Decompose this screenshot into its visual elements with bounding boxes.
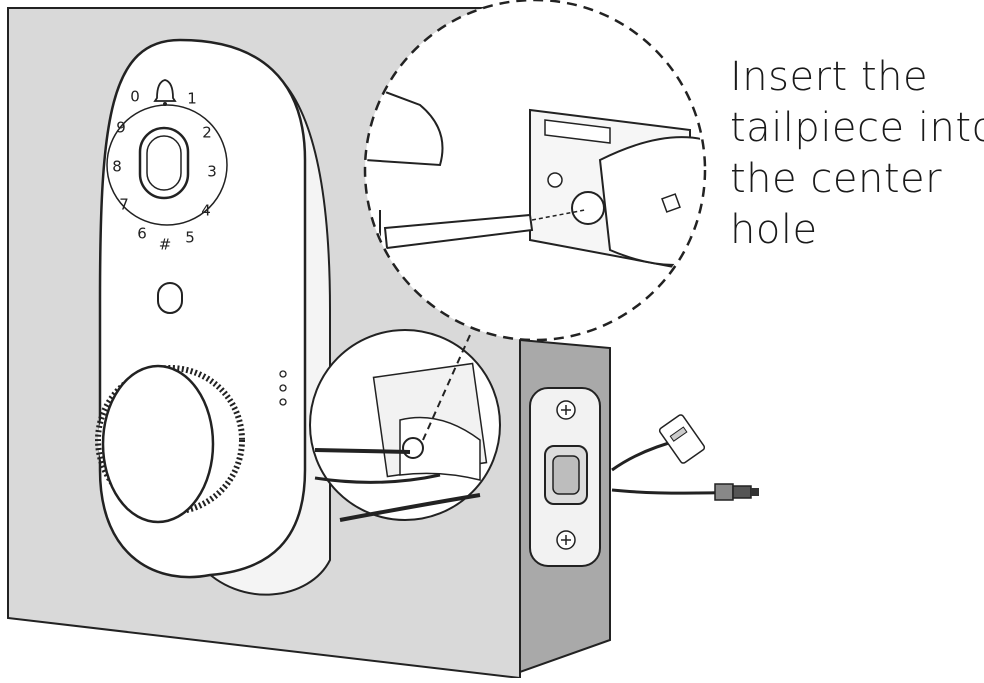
key-2[interactable]: 2 <box>202 124 212 142</box>
latch-strike-plate <box>529 387 601 567</box>
key-6[interactable]: 6 <box>137 225 147 243</box>
reset-button[interactable] <box>157 282 183 314</box>
instruction-text: Insert the tailpiece into the center hol… <box>730 52 984 256</box>
tailpiece <box>314 448 411 454</box>
instruction-line: Insert the <box>730 54 929 100</box>
key-8[interactable]: 8 <box>112 158 122 176</box>
smart-lock-front: 0 1 2 3 4 5 # 6 7 8 9 <box>95 38 307 579</box>
connector-plug-icon <box>658 414 706 464</box>
connector-plug-icon <box>714 483 759 501</box>
key-0[interactable]: 0 <box>130 88 140 106</box>
indicator-dot <box>279 384 287 392</box>
key-4[interactable]: 4 <box>201 202 211 220</box>
indicator-dot <box>279 370 287 378</box>
key-hash[interactable]: # <box>159 236 172 254</box>
key-9[interactable]: 9 <box>116 119 126 137</box>
magnified-detail <box>363 0 707 342</box>
instruction-line: tailpiece into <box>730 105 984 151</box>
thumb-knob[interactable] <box>101 364 215 524</box>
screw-icon <box>556 400 576 420</box>
instruction-line: hole <box>730 207 818 253</box>
tailpiece-magnified <box>383 213 534 250</box>
key-5[interactable]: 5 <box>185 229 195 247</box>
screw-icon <box>556 530 576 550</box>
indicator-dot <box>279 398 287 406</box>
key-7[interactable]: 7 <box>119 196 129 214</box>
instruction-line: the center <box>730 156 943 202</box>
wire-harness <box>611 414 759 501</box>
door-hole-inset <box>309 329 501 522</box>
key-1[interactable]: 1 <box>187 90 197 108</box>
fingerprint-sensor-icon[interactable] <box>138 126 190 200</box>
key-3[interactable]: 3 <box>207 163 217 181</box>
bell-icon[interactable] <box>153 79 177 106</box>
